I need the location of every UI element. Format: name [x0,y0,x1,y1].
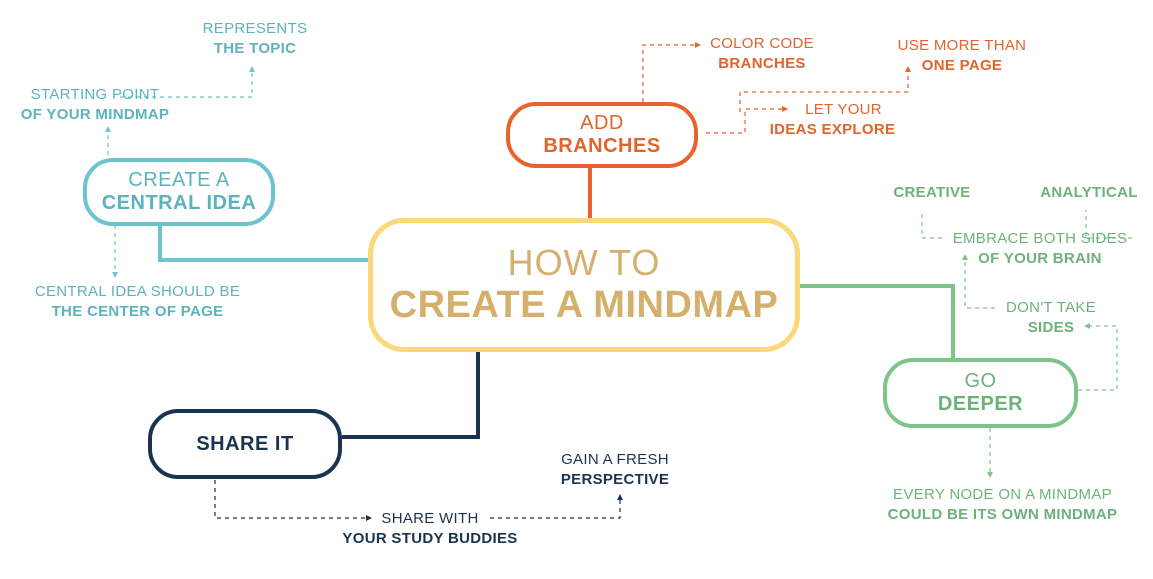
arrow-buddies [366,515,372,521]
label-represents-topic-line2: THE TOPIC [213,40,297,57]
label-center-of-page-line1: CENTRAL IDEA SHOULD BE [34,283,241,300]
arrow-sides [1084,323,1090,329]
connector-share-it [342,352,480,439]
dash-more-pages [739,72,909,112]
label-more-pages-line2: ONE PAGE [921,57,1003,74]
label-starting-point-line1: STARTING POINT [30,86,160,103]
central-idea-line1: CREATE A [128,169,230,191]
label-creative-text: CREATIVE [893,184,971,201]
label-buddies-line1: SHARE WITH [381,510,479,527]
add-branches-line1: ADD [580,112,624,134]
label-study-buddies: SHARE WITH YOUR STUDY BUDDIES [325,509,535,549]
label-dont-take-sides: DON'T TAKE SIDES [995,298,1107,338]
dash-fresh [490,500,621,519]
label-center-of-page: CENTRAL IDEA SHOULD BE THE CENTER OF PAG… [20,282,255,322]
go-deeper-line1: GO [964,370,997,392]
arrow-color-code [695,42,701,48]
label-dont-take-line2: SIDES [1027,319,1075,336]
share-it-node: SHARE IT [148,409,342,479]
arrow-represents [249,66,255,72]
label-more-pages-line1: USE MORE THAN [897,37,1027,54]
go-deeper-node: GO DEEPER [883,358,1078,428]
central-idea-node: CREATE A CENTRAL IDEA [83,158,275,226]
arrow-center-of-page [112,272,118,278]
arrow-starting-point [105,126,111,132]
label-explore-line1: LET YOUR [805,101,882,118]
arrow-more-pages [905,66,911,72]
label-both-sides-line2: OF YOUR BRAIN [978,250,1102,267]
go-deeper-line2: DEEPER [937,393,1024,415]
label-every-node-line1: EVERY NODE ON A MINDMAP [893,486,1112,503]
label-center-of-page-line2: THE CENTER OF PAGE [51,303,224,320]
label-represents-topic-line1: REPRESENTS [202,20,308,37]
label-color-code-line2: BRANCHES [718,55,806,72]
label-represents-topic: REPRESENTS THE TOPIC [180,19,330,59]
dash-analytical [1085,210,1132,239]
arrow-dont-take [962,254,968,260]
dash-color-code [642,44,695,102]
label-explore-line2: IDEAS EXPLORE [769,121,896,138]
dash-represents [120,72,253,98]
dash-creative [921,210,942,239]
label-dont-take-line1: DON'T TAKE [1005,299,1097,316]
label-fresh-perspective: GAIN A FRESH PERSPECTIVE [545,450,685,490]
dash-sides [1078,325,1118,391]
arrow-explore [782,106,788,112]
label-every-node: EVERY NODE ON A MINDMAP COULD BE ITS OWN… [865,485,1140,525]
central-topic-line1: HOW TO [507,242,661,284]
label-fresh-line2: PERSPECTIVE [560,471,670,488]
label-starting-point-line2: OF YOUR MINDMAP [20,106,170,123]
label-starting-point: STARTING POINT OF YOUR MINDMAP [10,85,180,125]
share-it-label: SHARE IT [196,432,294,455]
add-branches-line2: BRANCHES [543,135,661,157]
label-more-pages: USE MORE THAN ONE PAGE [882,36,1042,76]
label-color-code: COLOR CODE BRANCHES [697,34,827,74]
label-fresh-line1: GAIN A FRESH [561,451,669,468]
central-idea-line2: CENTRAL IDEA [101,192,257,214]
dash-explore [706,108,782,134]
label-analytical: ANALYTICAL [1030,183,1148,203]
label-both-sides-line1: EMBRACE BOTH SIDES [952,230,1128,247]
arrow-every-node [987,472,993,478]
label-color-code-line1: COLOR CODE [710,35,814,52]
dash-dont-take [964,260,995,309]
label-explore: LET YOUR IDEAS EXPLORE [760,100,905,140]
arrow-fresh [617,494,623,500]
connector-go-deeper [798,284,955,358]
add-branches-node: ADD BRANCHES [506,102,698,168]
dash-buddies [214,480,366,519]
connector-central-idea [158,222,372,262]
label-both-sides: EMBRACE BOTH SIDES OF YOUR BRAIN [942,229,1138,269]
central-topic-line2: CREATE A MINDMAP [389,283,779,326]
label-buddies-line2: YOUR STUDY BUDDIES [342,530,518,547]
label-creative: CREATIVE [880,183,984,203]
label-every-node-line2: COULD BE ITS OWN MINDMAP [887,506,1118,523]
central-topic-node: HOW TO CREATE A MINDMAP [368,218,800,352]
label-analytical-text: ANALYTICAL [1040,184,1138,201]
